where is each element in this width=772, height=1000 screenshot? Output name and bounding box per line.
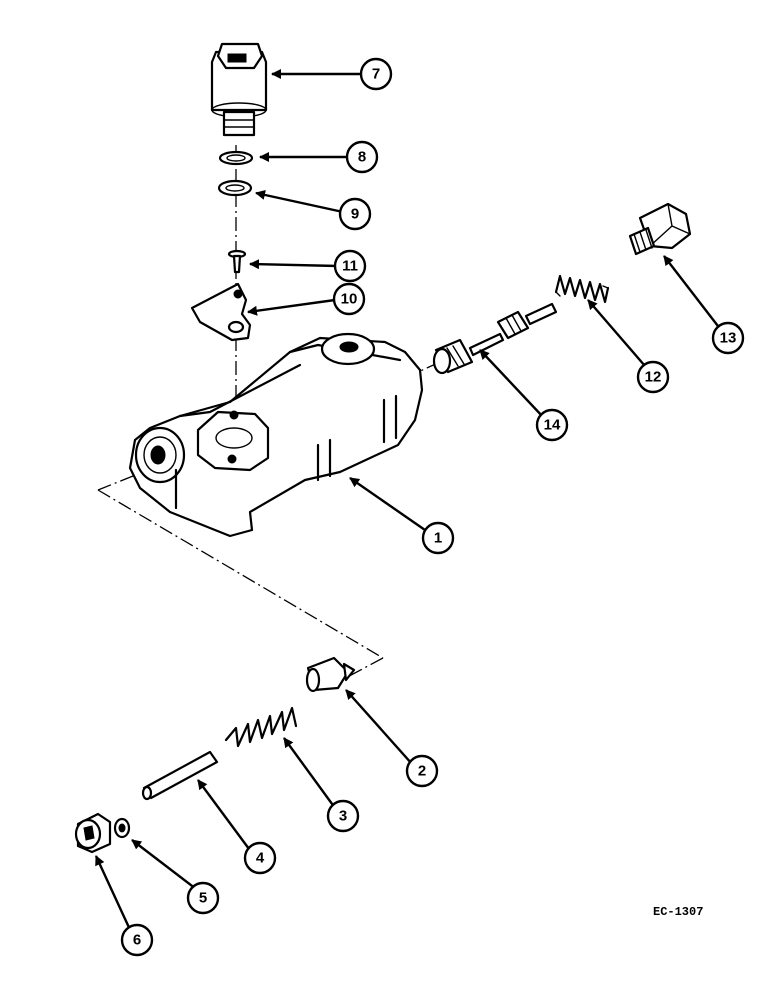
callout-14: 14 — [535, 408, 569, 442]
hex-plug — [628, 202, 692, 256]
callout-13: 13 — [711, 321, 745, 355]
svg-text:10: 10 — [341, 291, 358, 308]
svg-text:8: 8 — [358, 149, 366, 166]
callout-7: 7 — [359, 57, 393, 91]
callout-10: 10 — [332, 282, 366, 316]
callout-5: 5 — [186, 881, 220, 915]
valve-housing — [128, 332, 424, 538]
end-plug — [74, 812, 112, 854]
callout-9: 9 — [338, 197, 372, 231]
svg-text:7: 7 — [372, 66, 380, 83]
svg-text:13: 13 — [720, 330, 737, 347]
svg-text:4: 4 — [256, 850, 265, 867]
svg-text:5: 5 — [199, 890, 207, 907]
leader-lines — [94, 69, 722, 935]
valve-spool — [432, 302, 558, 375]
clamp-plate — [190, 282, 252, 342]
retaining-screw — [227, 249, 247, 274]
o-ring-upper — [218, 150, 254, 166]
callout-11: 11 — [333, 249, 367, 283]
callout-12: 12 — [636, 360, 670, 394]
poppet — [305, 656, 356, 693]
svg-text:2: 2 — [418, 763, 426, 780]
svg-text:12: 12 — [645, 369, 662, 386]
svg-text:6: 6 — [133, 932, 141, 949]
callout-2: 2 — [405, 754, 439, 788]
poppet-spring — [224, 706, 298, 748]
svg-text:1: 1 — [434, 530, 442, 547]
callout-6: 6 — [120, 923, 154, 957]
callout-3: 3 — [326, 799, 360, 833]
callout-4: 4 — [243, 841, 277, 875]
callout-1: 1 — [421, 521, 455, 555]
solenoid-cartridge — [210, 42, 268, 137]
svg-text:3: 3 — [339, 808, 347, 825]
svg-text:14: 14 — [544, 417, 561, 434]
callout-8: 8 — [345, 140, 379, 174]
figure-code: EC-1307 — [653, 905, 703, 919]
svg-text:9: 9 — [351, 206, 359, 223]
spool-spring — [554, 274, 610, 304]
o-ring-lower — [217, 179, 253, 197]
svg-text:11: 11 — [342, 258, 358, 275]
